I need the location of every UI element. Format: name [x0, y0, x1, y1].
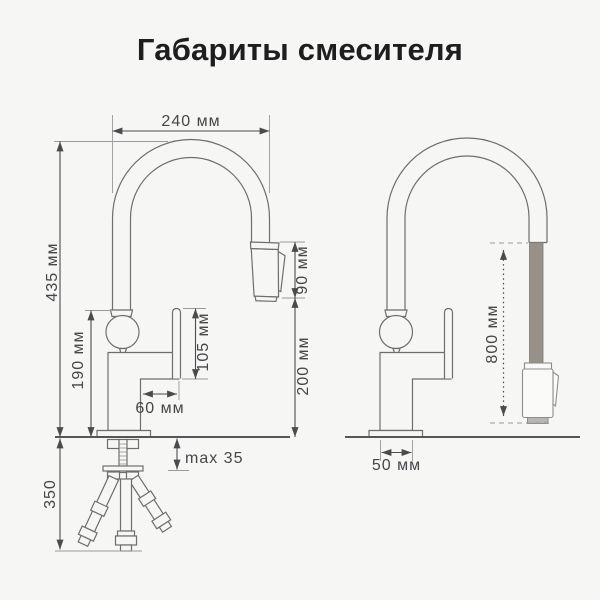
pullout-handle-lever	[443, 307, 454, 379]
spray-head-collar	[249, 241, 280, 251]
supply-hose-left	[77, 474, 120, 548]
pullout-spray-head	[521, 362, 560, 424]
ball-joint	[105, 314, 140, 350]
supply-hose-right	[128, 474, 173, 533]
dim-overall-height: 435 мм	[44, 141, 168, 437]
supply-hose-center	[114, 478, 138, 552]
dim-base-width-label: 50 мм	[372, 457, 421, 474]
pullout-spout-outer-outline	[386, 137, 548, 316]
faucet-pullout-view: 800 мм 50 мм	[345, 137, 580, 474]
dim-body-depth-label: 60 мм	[135, 400, 184, 417]
dim-base-width: 50 мм	[372, 440, 421, 474]
dim-body-height-label: 190 мм	[70, 330, 87, 389]
supply-hoses	[55, 474, 173, 552]
pullout-riser-collar	[384, 309, 408, 318]
spout-inner-outline	[129, 156, 253, 316]
dim-spout-reach: 240 мм	[112, 113, 270, 193]
dim-overall-height-label: 435 мм	[44, 242, 61, 301]
pullout-spray-head-trigger	[552, 370, 560, 408]
faucet-body	[107, 351, 180, 432]
handle-lever	[171, 307, 182, 379]
faucet-front-view: 240 мм 435 мм 90 мм 200 мм 190 мм	[42, 113, 312, 552]
dim-spray-head-height-label: 90 мм	[294, 245, 311, 294]
dim-handle-height: 105 мм	[182, 308, 212, 380]
pullout-spray-head-body	[521, 368, 554, 419]
dim-handle-height-label: 105 мм	[195, 312, 212, 371]
pullout-hose	[529, 242, 544, 365]
dim-spout-reach-label: 240 мм	[161, 113, 220, 130]
spray-head-body	[250, 247, 280, 298]
dim-spout-to-counter: 200 мм	[291, 298, 312, 437]
dim-under-counter-length-label: 350	[42, 479, 59, 509]
dim-spray-head-height: 90 мм	[280, 241, 311, 299]
riser-collar	[109, 309, 134, 318]
dim-hose-extension: 800 мм	[484, 242, 553, 424]
dim-max-mount-thickness: max 35	[168, 438, 243, 471]
spout-outer-outline	[111, 138, 271, 316]
spray-head-cap	[254, 295, 278, 303]
pullout-ball-joint	[378, 314, 414, 350]
dim-body-depth: 60 мм	[135, 381, 184, 417]
spray-head	[249, 241, 286, 303]
dim-spout-to-counter-label: 200 мм	[295, 336, 312, 395]
dim-body-height: 190 мм	[70, 310, 112, 437]
pullout-spout-inner-outline	[404, 155, 530, 316]
page-title: Габариты смесителя	[137, 32, 463, 67]
dim-hose-extension-label: 800 мм	[484, 304, 501, 363]
mounting-hardware	[102, 438, 144, 480]
pullout-faucet-body	[379, 351, 452, 432]
dim-max-mount-thickness-label: max 35	[185, 450, 243, 467]
dim-under-counter-length: 350	[42, 438, 64, 550]
